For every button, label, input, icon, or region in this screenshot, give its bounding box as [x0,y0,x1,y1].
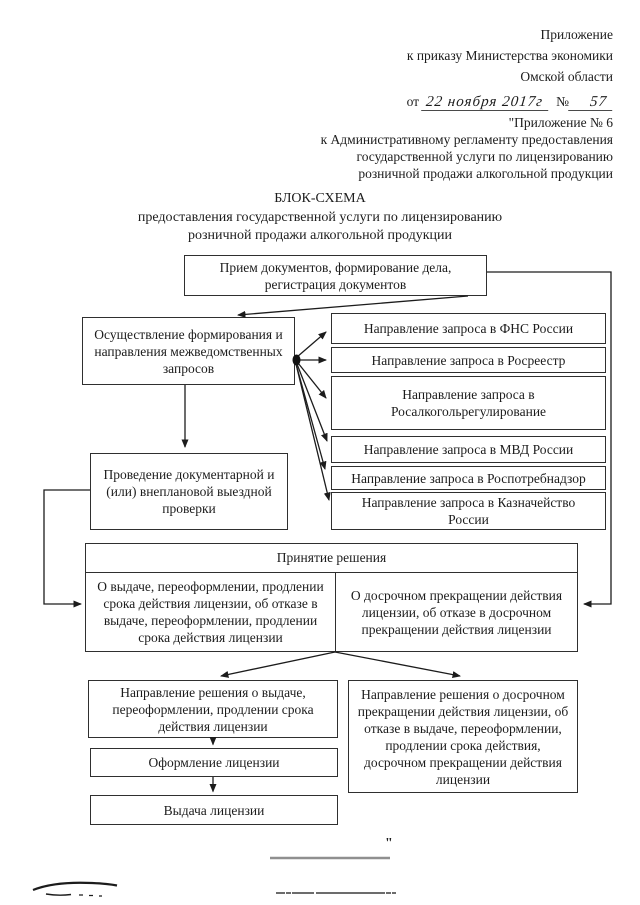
box-request-rosalkogol: Направление запроса в Росалкогольрегулир… [331,376,606,430]
arrow-fan-mvd [296,363,328,442]
appendix6-subheader: "Приложение № 6 к Административному регл… [321,114,613,182]
arrow-inspection-left-route [43,489,90,608]
box-intake-documents: Прием документов, формирование дела, рег… [184,255,487,296]
box-request-kaznacheystvo: Направление запроса в Казначейство Росси… [331,492,606,530]
order-date-value: 22 ноября 2017г [421,94,551,111]
closing-quote: " [385,836,393,851]
decision-header: Принятие решения [86,544,577,573]
box-issue-license: Выдача лицензии [90,795,338,825]
decision-cells: О выдаче, переоформлении, продлении срок… [86,573,577,651]
box-request-rosreestr: Направление запроса в Росреестр [331,347,606,373]
box-interagency-requests: Осуществление формирования и направления… [82,317,295,385]
arrow-decision-to-send-right [334,651,461,679]
decision-cell-issue: О выдаче, переоформлении, продлении срок… [86,573,336,651]
arrow-fan-rosalkogol [297,362,327,399]
appendix6-line-2: к Административному регламенту предостав… [320,132,613,147]
appendix-header-line-1: Приложение [540,27,613,42]
title-line-2: предоставления государственной услуги по… [137,209,503,225]
box-inspection: Проведение документарной и (или) внеплан… [90,453,288,530]
order-number-value: 57 [568,94,614,111]
appendix6-line-1: "Приложение № 6 [508,115,613,130]
appendix6-line-4: розничной продажи алкогольной продукции [358,166,613,181]
arrow-decision-to-send-left [220,651,336,678]
box-decision: Принятие решения О выдаче, переоформлени… [85,543,578,652]
signature-mark [32,881,118,897]
appendix-header: Приложение к приказу Министерства эконом… [406,24,614,112]
appendix-header-line-2: к приказу Министерства экономики [406,48,613,63]
title-line-3: розничной продажи алкогольной продукции [187,228,453,243]
title-line-1: БЛОК-СХЕМА [274,191,366,206]
order-number-prefix: № [556,94,569,109]
box-send-decision-issue: Направление решения о выдаче, переоформл… [88,680,338,738]
box-request-rospotrebnadzor: Направление запроса в Роспотребнадзор [331,466,606,490]
arrow-fan-kaznacheystvo [295,363,331,501]
appendix6-line-3: государственной услуги по лицензированию [356,149,614,164]
box-request-fns: Направление запроса в ФНС России [331,313,606,344]
decision-cell-termination: О досрочном прекращении действия лицензи… [350,587,563,637]
box-formalize-license: Оформление лицензии [90,748,338,777]
arrow-fan-fns [296,331,327,358]
box-send-decision-termination: Направление решения о досрочном прекраще… [348,680,578,793]
box-request-mvd: Направление запроса в МВД России [331,436,606,463]
arrow-fan-rospotrebnadzor [295,363,327,470]
document-title: БЛОК-СХЕМА предоставления государственно… [0,190,640,246]
appendix-header-line-3: Омской области [520,69,613,84]
order-date-prefix: от [406,94,420,109]
